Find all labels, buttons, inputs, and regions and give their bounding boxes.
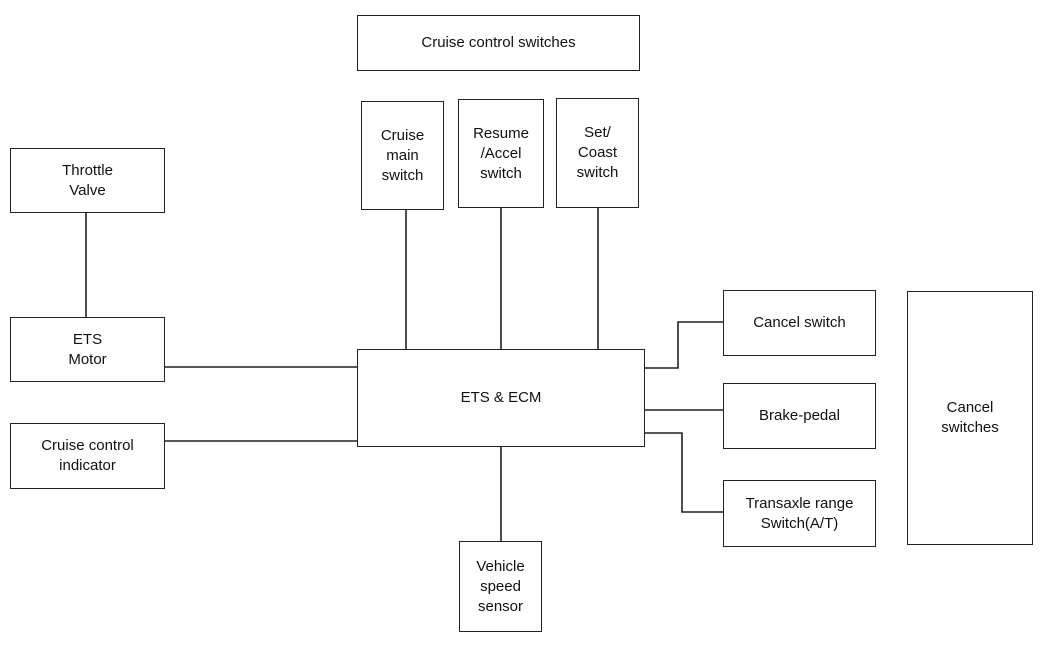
cruise-control-switches-box: Cruise control switches bbox=[357, 15, 640, 71]
cancel-switch-label: Cancel switch bbox=[753, 314, 846, 331]
cruise-control-indicator-label: Cruise control indicator bbox=[41, 437, 134, 474]
cruise-main-switch-label: Cruise main switch bbox=[380, 126, 425, 184]
cruise-control-switches-label: Cruise control switches bbox=[421, 34, 576, 51]
set-coast-switch-box: Set/ Coast switch bbox=[556, 98, 639, 208]
resume-accel-switch-label: Resume /Accel switch bbox=[473, 124, 529, 182]
ets-ecm-box: ETS & ECM bbox=[357, 349, 645, 447]
cancel-switches-box: Cancel switches bbox=[907, 291, 1033, 545]
vehicle-speed-sensor-box: Vehicle speed sensor bbox=[459, 541, 542, 632]
cancel-switch-box: Cancel switch bbox=[723, 290, 876, 356]
throttle-valve-box: Throttle Valve bbox=[10, 148, 165, 213]
brake-pedal-label: Brake-pedal bbox=[759, 407, 840, 424]
ets-ecm-label: ETS & ECM bbox=[460, 389, 542, 406]
cruise-main-switch-box: Cruise main switch bbox=[361, 101, 444, 210]
transaxle-range-switch-label: Transaxle range Switch(A/T) bbox=[745, 494, 854, 532]
transaxle-range-switch-box: Transaxle range Switch(A/T) bbox=[723, 480, 876, 547]
ets-motor-box: ETS Motor bbox=[10, 317, 165, 382]
resume-accel-switch-box: Resume /Accel switch bbox=[458, 99, 544, 208]
set-coast-switch-label: Set/ Coast switch bbox=[576, 124, 619, 181]
throttle-valve-label: Throttle Valve bbox=[62, 161, 113, 199]
edge-transaxle-to-ecm bbox=[645, 432, 723, 513]
vehicle-speed-sensor-label: Vehicle speed sensor bbox=[476, 557, 525, 615]
cruise-control-indicator-box: Cruise control indicator bbox=[10, 423, 165, 489]
cancel-switches-label: Cancel switches bbox=[941, 399, 999, 436]
ets-motor-label: ETS Motor bbox=[68, 330, 107, 368]
brake-pedal-box: Brake-pedal bbox=[723, 383, 876, 449]
edge-cancel-switch-to-ecm bbox=[645, 321, 723, 369]
